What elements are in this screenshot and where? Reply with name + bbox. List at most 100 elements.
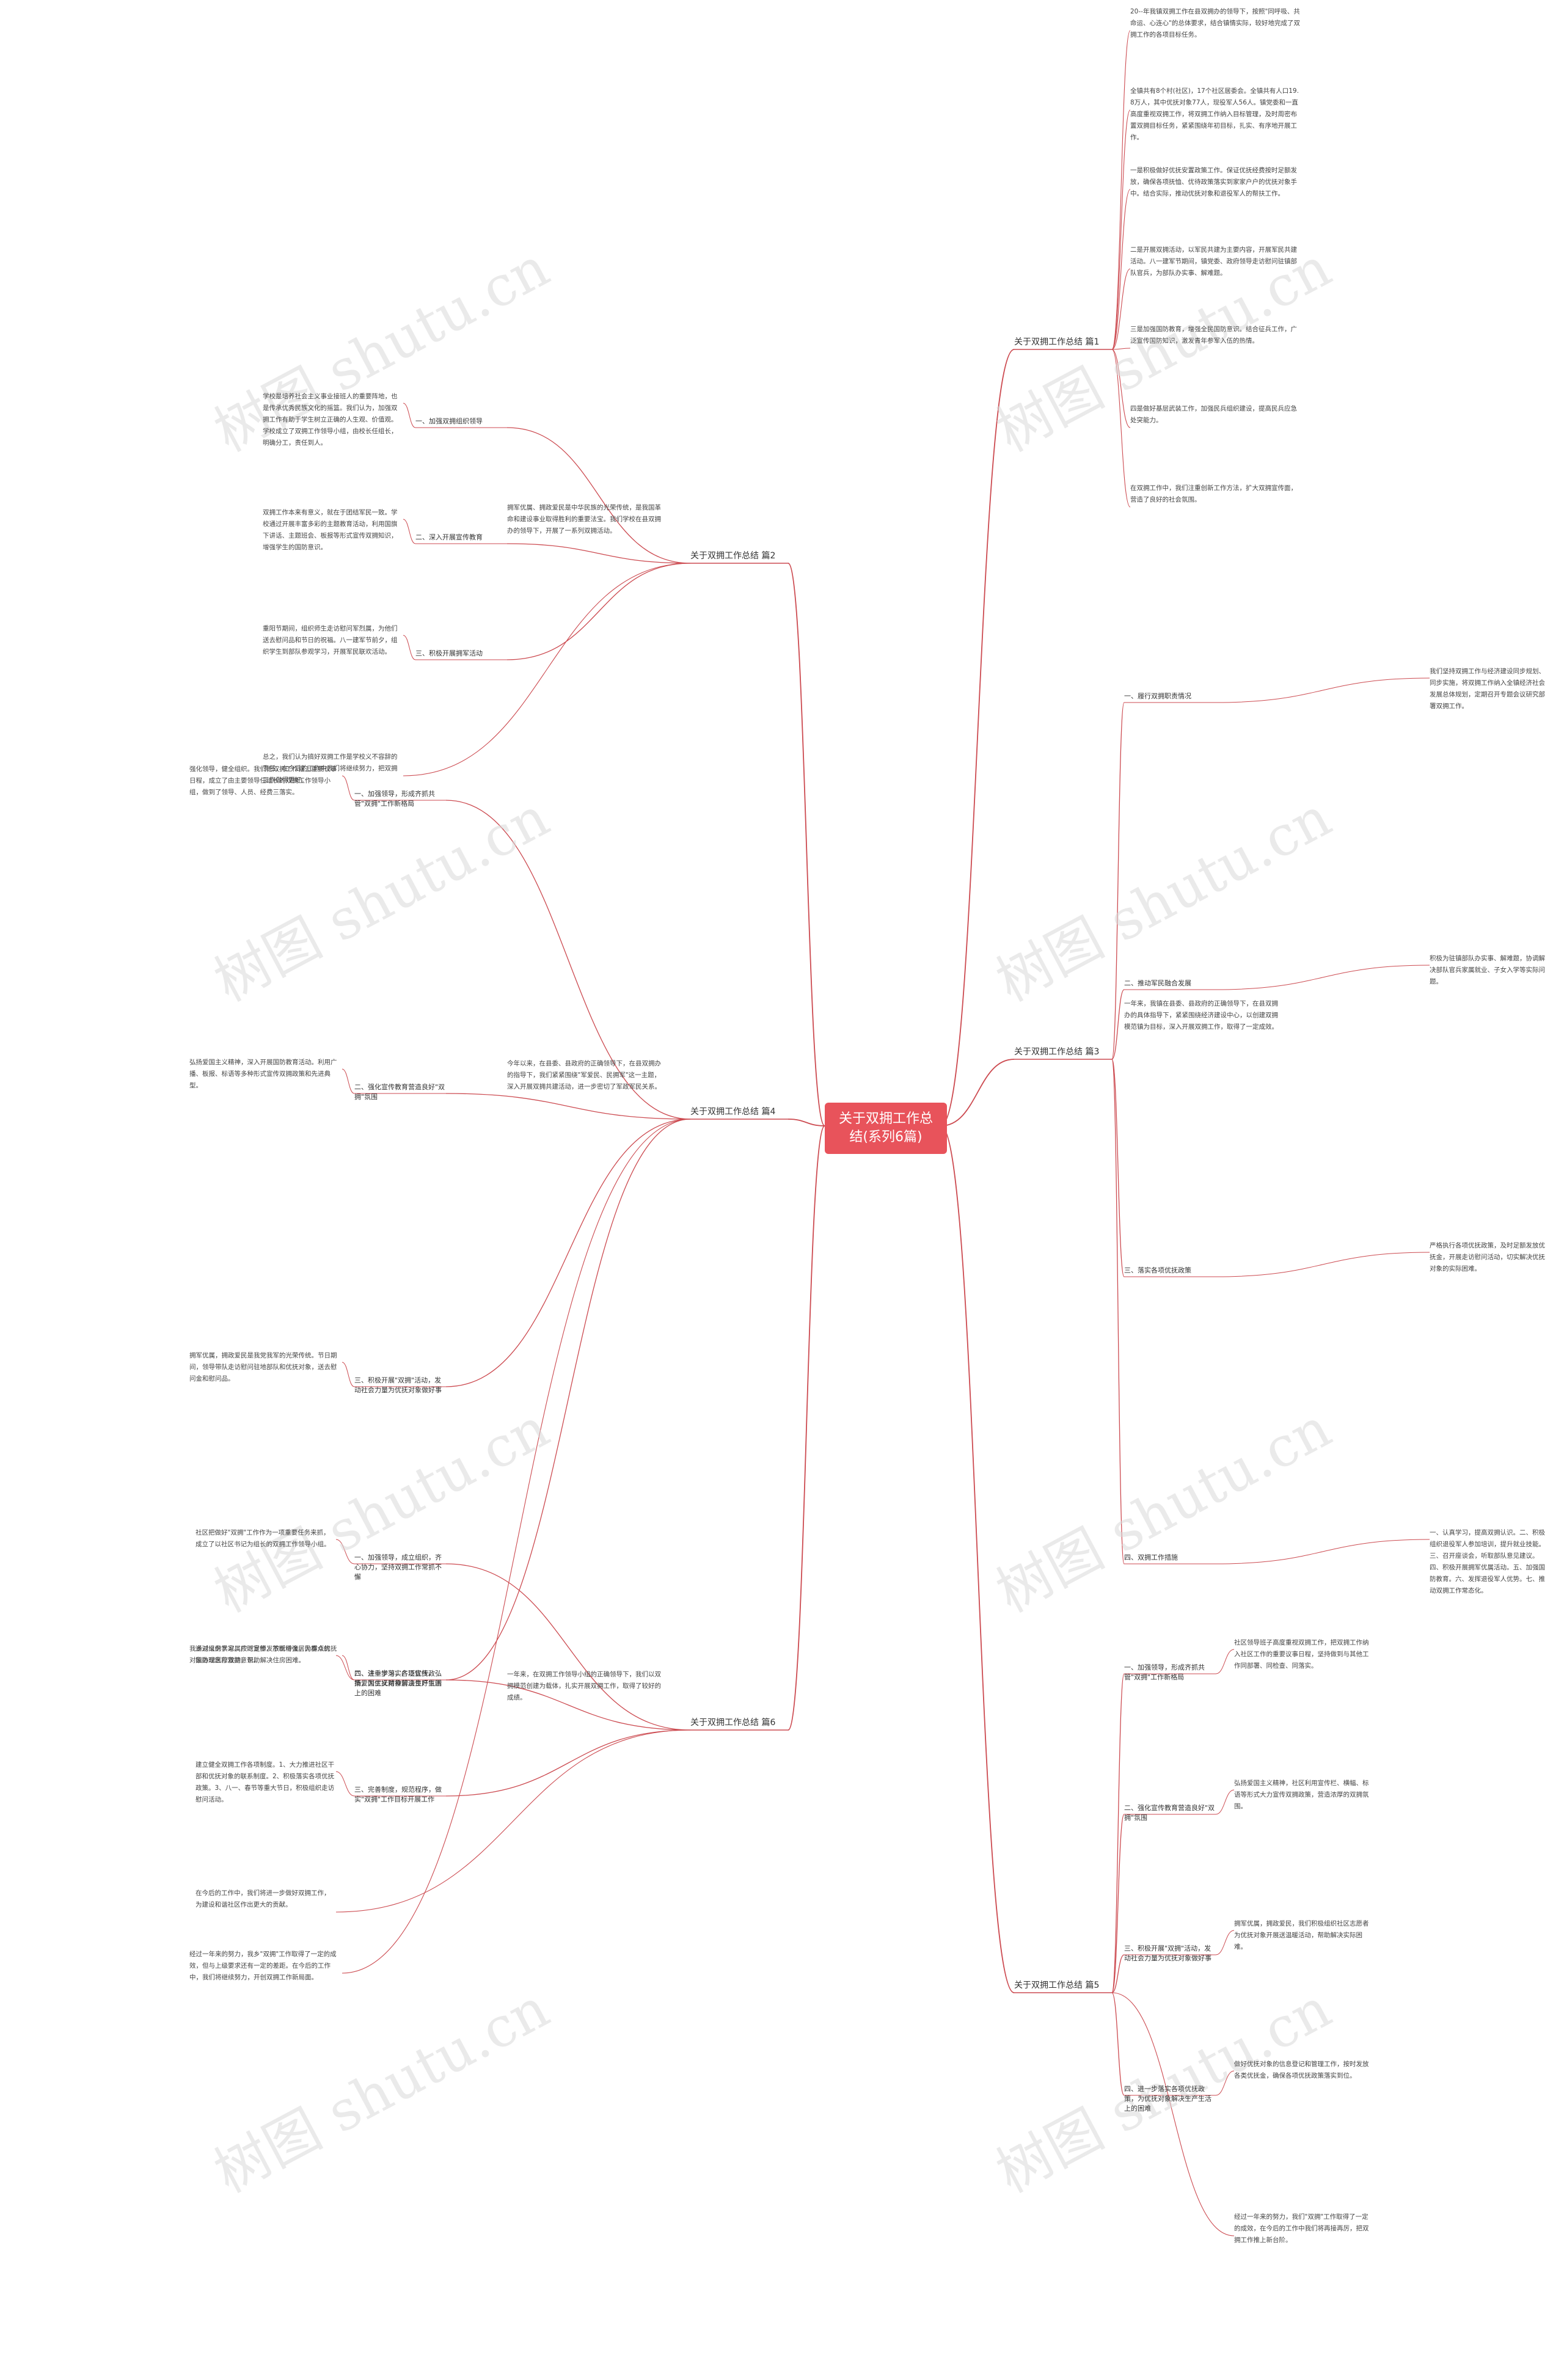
subtopic-text: 做好优抚对象的信息登记和管理工作，按时发放各类优抚金，确保各项优抚政策落实到位。 [1234, 2061, 1369, 2079]
connector-line [445, 800, 691, 1120]
subtopic-label: 一、加强领导，形成齐抓共管"双拥"工作新格局 [1124, 1663, 1205, 1681]
subtopic-text: 重阳节期间，组织师生走访慰问军烈属，为他们送去慰问品和节日的祝福。八一建军节前夕… [263, 625, 398, 655]
subtopic-label: 二、强化宣传教育营造良好"双拥"氛围 [354, 1083, 445, 1101]
subtopic-text: 通过组织学习、广泛宣传，不断增强居民群众的国防观念和双拥意识。 [196, 1645, 331, 1664]
subtopic-text: 弘扬爱国主义精神，深入开展国防教育活动。利用广播、板报、标语等多种形式宣传双拥政… [189, 1059, 337, 1089]
connector-line [1215, 1539, 1430, 1564]
connector-line [445, 1679, 691, 1731]
connector-line [940, 1059, 1015, 1126]
connector-line [1111, 1673, 1125, 1993]
connector-line [787, 563, 825, 1126]
connector-line [1215, 1649, 1235, 1674]
connector-line [506, 543, 691, 564]
branch-intro-text: 一年来，在双拥工作领导小组的正确领导下，我们以双拥模范创建为载体，扎实开展双拥工… [507, 1671, 661, 1701]
subtopic-label: 三、落实各项优抚政策 [1124, 1266, 1191, 1274]
connector-line [1215, 1789, 1235, 1815]
subtopic-label: 二、强化宣传教育营造良好"双拥"氛围 [1124, 1804, 1215, 1822]
subtopic-text: 学校是培养社会主义事业接班人的重要阵地，也是传承优秀民族文化的摇篮。我们认为，加… [263, 393, 398, 447]
connector-line [1111, 1059, 1125, 1277]
leaf-text: 二是开展双拥活动，以军民共建为主要内容，开展军民共建活动。八一建军节期间，镇党委… [1130, 246, 1297, 277]
connector-line [1111, 348, 1131, 350]
connector-line [787, 1125, 825, 1731]
connector-line [1111, 1814, 1125, 1993]
leaf-text: 在双拥工作中，我们注重创新工作方法，扩大双拥宣传面，营造了良好的社会氛围。 [1130, 484, 1297, 503]
connector-line [1111, 189, 1131, 350]
subtopic-label: 四、双拥工作措施 [1124, 1553, 1178, 1561]
connector-line [940, 349, 1015, 1126]
subtopic-text: 弘扬爱国主义精神，社区利用宣传栏、横幅、标语等形式大力宣传双拥政策，营造浓厚的双… [1234, 1780, 1369, 1810]
subtopic-label: 四、进一步落实各项优抚政策，为优抚对象解决生产生活上的困难 [1124, 2085, 1211, 2112]
subtopic-text: 我乡对义务兵家属按时足额发放优待金，为重点优抚对象办理医疗救助，帮助解决住房困难… [189, 1645, 337, 1664]
subtopic-text: 社区把做好"双拥"工作作为一项重要任务来抓，成立了以社区书记为组长的双拥工作领导… [196, 1529, 331, 1548]
leaf-text: 经过一年来的努力，我乡"双拥"工作取得了一定的成效，但与上级要求还有一定的差距。… [189, 1951, 337, 1981]
connector-line [1111, 349, 1131, 428]
leaf-text: 在今后的工作中，我们将进一步做好双拥工作，为建设和谐社区作出更大的贡献。 [196, 1889, 331, 1908]
leaf-text: 经过一年来的努力，我们"双拥"工作取得了一定的成效，在今后的工作中我们将再接再厉… [1234, 2213, 1369, 2244]
subtopic-label: 一、加强双拥组织领导 [415, 417, 483, 425]
subtopic-label: 一、加强领导，形成齐抓共管"双拥"工作新格局 [354, 790, 435, 808]
subtopic-label: 一、履行双拥职责情况 [1124, 692, 1191, 700]
leaf-text: 三是加强国防教育，增强全民国防意识。结合征兵工作，广泛宣传国防知识，激发青年参军… [1130, 326, 1297, 345]
connector-line [1215, 677, 1430, 703]
subtopic-label: 三、积极开展拥军活动 [415, 649, 483, 657]
connector-line [445, 1563, 691, 1731]
branch-intro-text: 一年来，我镇在县委、县政府的正确领导下，在县双拥办的具体指导下，紧紧围绕经济建设… [1124, 1000, 1278, 1031]
root-topic: 关于双拥工作总结(系列6篇) [825, 1103, 947, 1154]
leaf-text: 全镇共有8个村(社区)，17个社区居委会。全镇共有人口19.8万人，其中优抚对象… [1130, 87, 1299, 141]
connector-line [342, 1068, 355, 1094]
connector-line [1111, 702, 1125, 1060]
leaf-text: 一是积极做好优抚安置政策工作。保证优抚经费按时足额发放，确保各项抚恤、优待政策落… [1130, 167, 1297, 197]
connector-line [403, 519, 416, 544]
subtopic-label: 二、注重学习，广泛宣传，弘扬爱国主义精神营造良好氛围 [354, 1670, 442, 1687]
branch-label: 关于双拥工作总结 篇6 [690, 1718, 776, 1728]
subtopic-text: 一、认真学习，提高双拥认识。二、积极组织退役军人参加培训，提升就业技能。三、召开… [1430, 1529, 1545, 1594]
subtopic-text: 拥军优属，拥政爱民是我党我军的光荣传统。节日期间，领导带队走访慰问驻地部队和优抚… [189, 1352, 337, 1382]
connector-line [445, 1729, 691, 1797]
connector-line [1215, 1252, 1430, 1277]
branch-intro-text: 拥军优属、拥政爱民是中华民族的光荣传统，是我国革命和建设事业取得胜利的重要法宝。… [507, 504, 661, 535]
connector-line [342, 1655, 355, 1681]
connector-line [445, 1119, 691, 1681]
connector-line [787, 1119, 825, 1126]
leaf-text: 20--年我镇双拥工作在县双拥办的领导下，按照"同呼吸、共命运、心连心"的总体要… [1130, 8, 1300, 38]
connector-line [1215, 965, 1430, 990]
connector-line [940, 1125, 1015, 1993]
branch-label: 关于双拥工作总结 篇1 [1014, 337, 1100, 347]
subtopic-text: 拥军优属，拥政爱民，我们积极组织社区志愿者为优抚对象开展送温暖活动，帮助解决实际… [1234, 1920, 1369, 1951]
connector-line [506, 563, 691, 660]
subtopic-text: 强化领导，健全组织。我们把双拥工作摆上重要议事日程，成立了由主要领导任组长的双拥… [189, 765, 337, 796]
connector-line [445, 1119, 691, 1387]
connector-line [1111, 1059, 1125, 1564]
connector-line [335, 1729, 691, 1913]
subtopic-label: 三、积极开展"双拥"活动，发动社会力量为优抚对象做好事 [1124, 1944, 1211, 1962]
connector-line [335, 1539, 355, 1564]
branch-label: 关于双拥工作总结 篇2 [690, 551, 776, 561]
subtopic-text: 建立健全双拥工作各项制度。1、大力推进社区干部和优抚对象的联系制度。2、积极落实… [196, 1761, 335, 1803]
connector-line [445, 1093, 691, 1120]
connector-line [1111, 109, 1131, 350]
branch-label: 关于双拥工作总结 篇3 [1014, 1047, 1100, 1057]
subtopic-label: 四、进一步落实各项优抚政策，为优抚对象解决生产生活上的困难 [354, 1670, 442, 1697]
connector-line [1111, 268, 1131, 350]
subtopic-text: 社区领导班子高度重视双拥工作，把双拥工作纳入社区工作的重要议事日程，坚持做到与其… [1234, 1639, 1369, 1670]
connector-line [1111, 1992, 1125, 2096]
connector-line [403, 403, 416, 428]
branch-label: 关于双拥工作总结 篇5 [1014, 1980, 1100, 1990]
branch-label: 关于双拥工作总结 篇4 [690, 1107, 776, 1117]
leaf-text: 总之，我们认为搞好双拥工作是学校义不容辞的责任，在今后的工作中我们将继续努力，把… [263, 753, 398, 784]
connector-line [335, 1771, 355, 1797]
connector-line [342, 1119, 691, 1974]
connector-line [403, 563, 691, 776]
subtopic-label: 二、推动军民融合发展 [1124, 979, 1191, 987]
subtopic-text: 双拥工作本来有意义，就在于团结军民一致。学校通过开展丰富多彩的主题教育活动，利用… [263, 509, 398, 551]
branch-intro-text: 今年以来，在县委、县政府的正确领导下，在县双拥办的指导下，我们紧紧围绕"军爱民、… [507, 1060, 661, 1090]
subtopic-label: 一、加强领导，成立组织，齐心协力，坚持双拥工作常抓不懈 [354, 1553, 442, 1581]
connector-line [1111, 1954, 1125, 1993]
connector-line [1215, 2070, 1235, 2096]
leaf-text: 四是做好基层武装工作，加强民兵组织建设，提高民兵应急处突能力。 [1130, 405, 1297, 424]
connector-line [1111, 989, 1125, 1060]
subtopic-text: 严格执行各项优抚政策，及时足额发放优抚金，开展走访慰问活动，切实解决优抚对象的实… [1430, 1242, 1545, 1272]
connector-line [506, 427, 691, 564]
subtopic-label: 二、深入开展宣传教育 [415, 533, 483, 541]
